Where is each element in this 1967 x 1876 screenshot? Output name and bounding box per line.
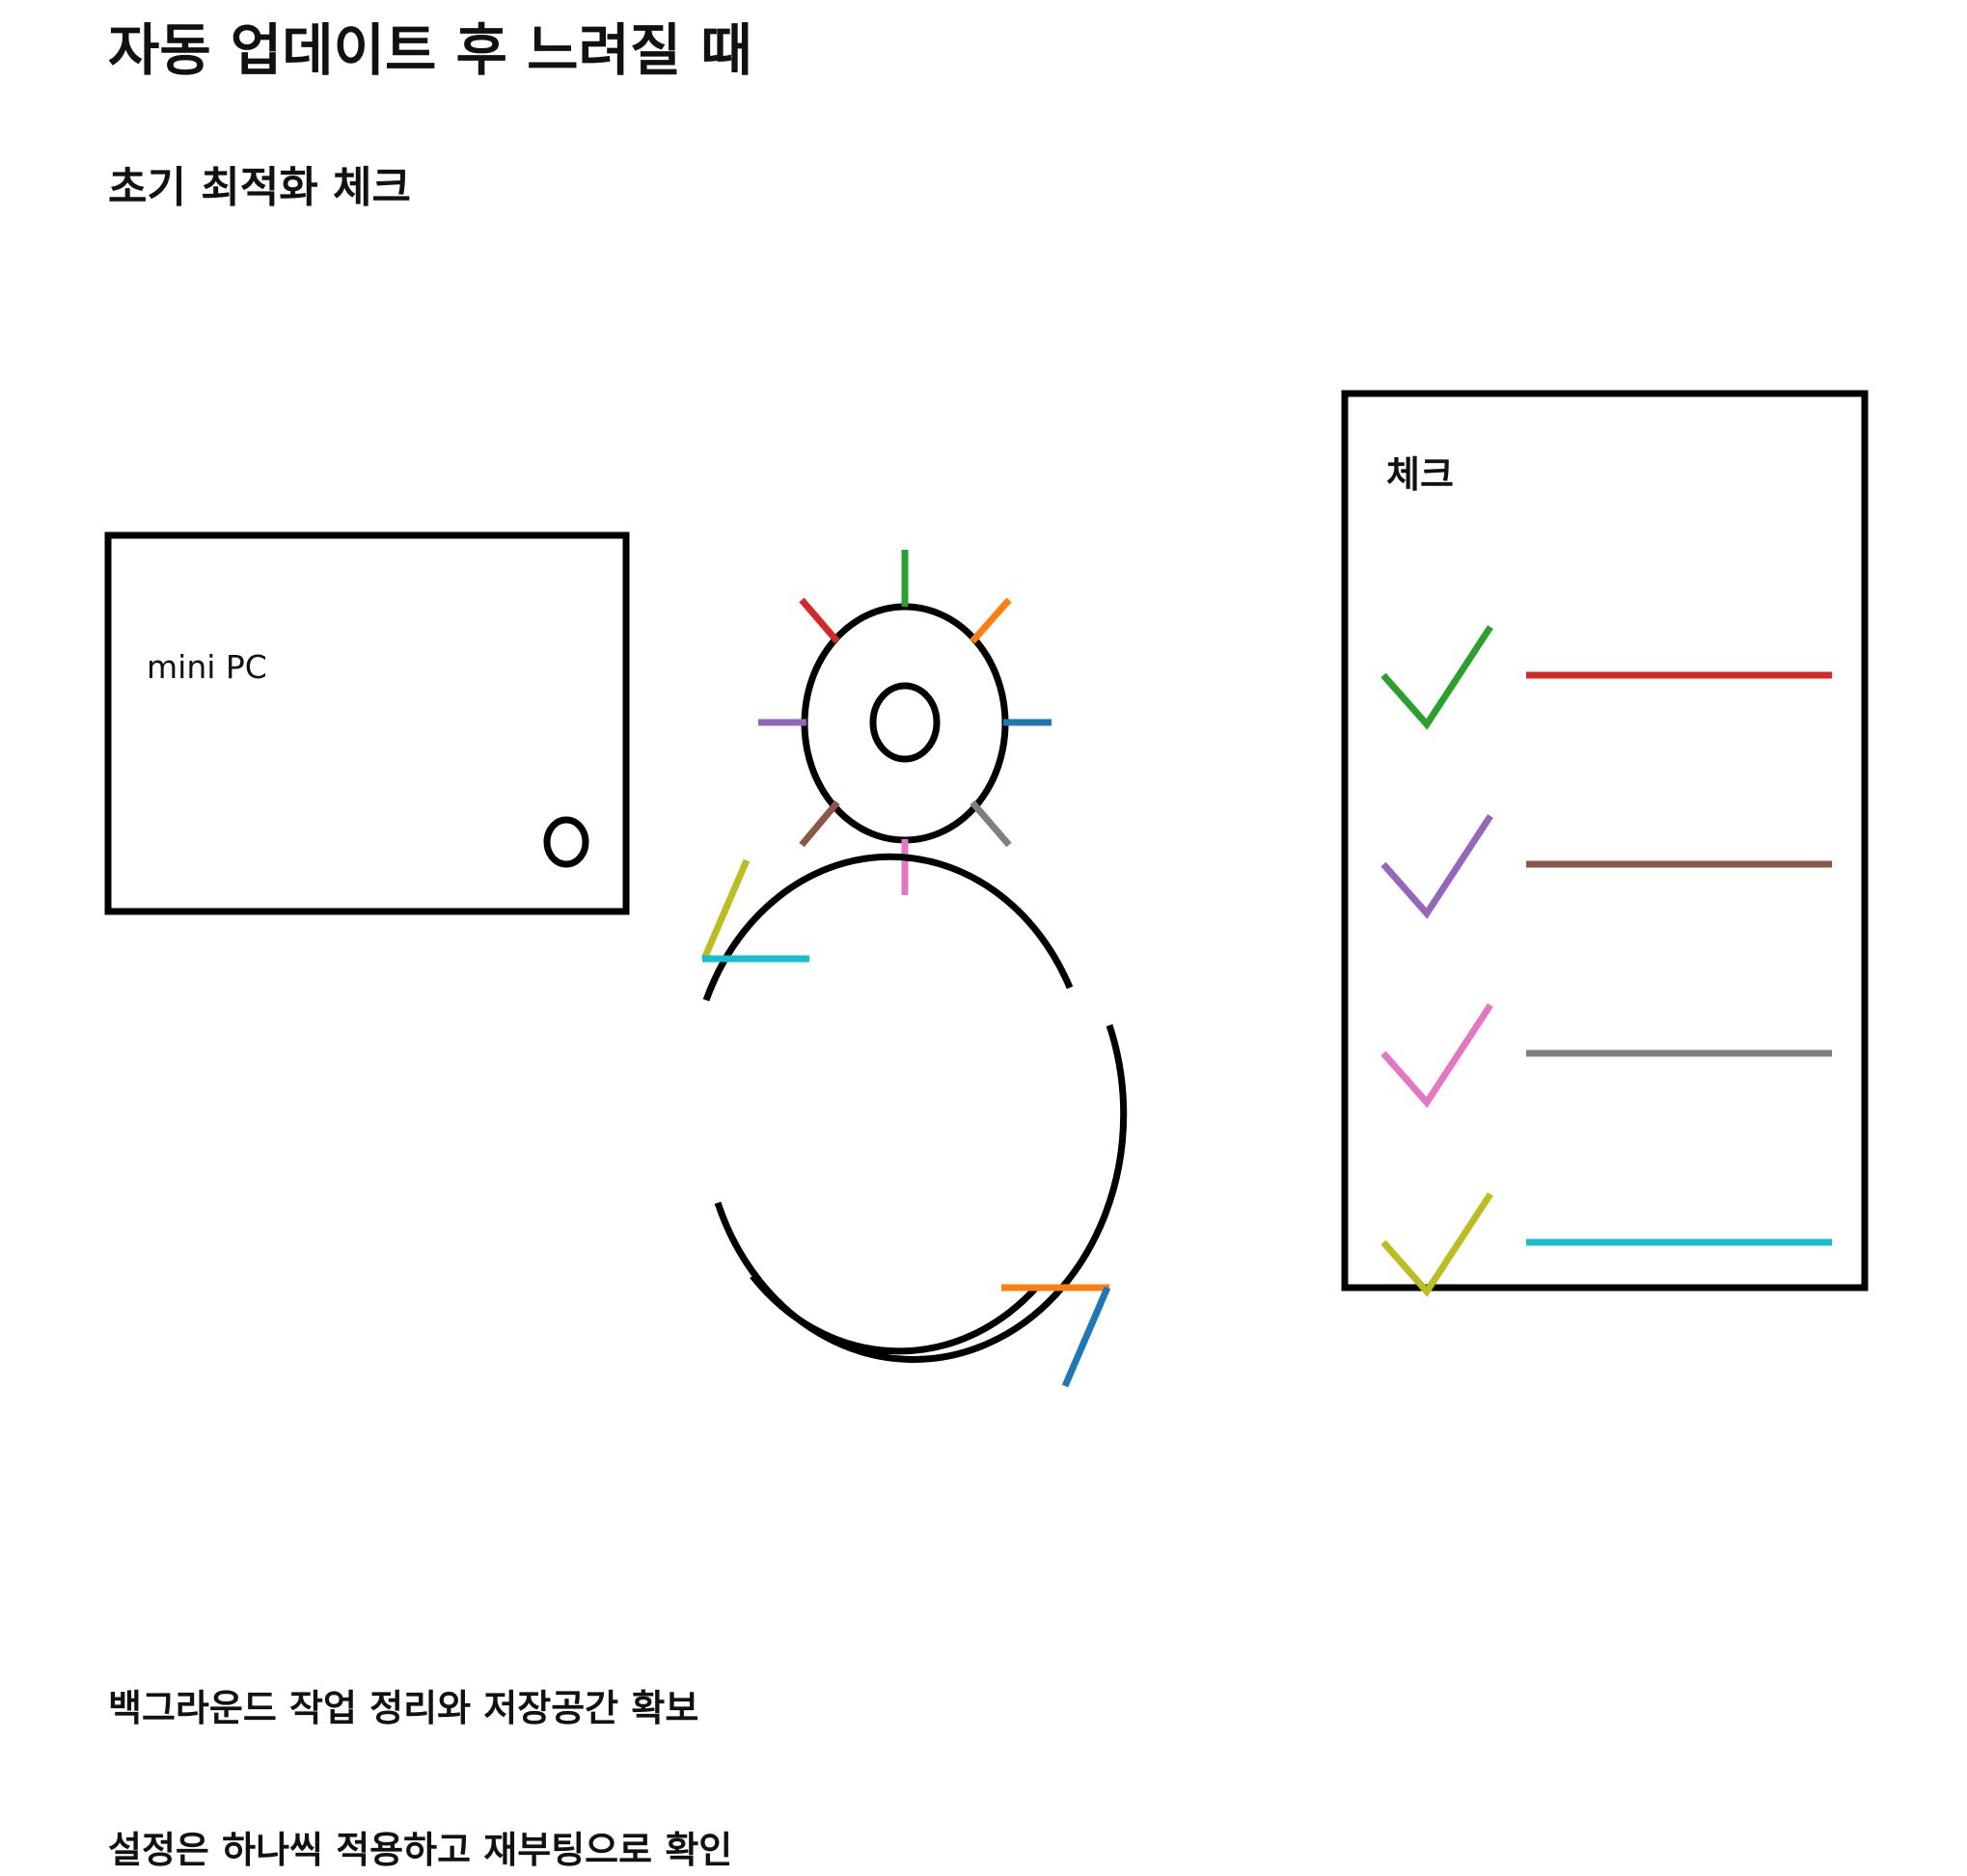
checklist-item	[1380, 1192, 1832, 1297]
checklist-frame	[1341, 390, 1869, 1291]
page-title: 자동 업데이트 후 느려질 때	[108, 17, 752, 83]
checklist-item	[1380, 625, 1832, 730]
gear-head-eye	[869, 682, 941, 763]
checklist-item	[1380, 814, 1832, 919]
snowman-with-gear-head-icon	[700, 550, 1128, 1388]
power-button-icon	[543, 816, 589, 868]
checkmark-icon	[1380, 1192, 1493, 1297]
note-text: 백그라운드 작업 정리와 저장공간 확보	[108, 1687, 699, 1729]
left-arm-upper	[700, 858, 751, 961]
gear-head	[758, 550, 1052, 895]
mini-pc-frame	[104, 531, 630, 915]
checkmark-icon	[1380, 625, 1493, 730]
note-text: 설정은 하나씩 적용하고 재부팅으로 확인	[108, 1829, 733, 1871]
right-arm-lower	[1061, 1286, 1111, 1388]
mini-pc-label: mini PC	[147, 648, 267, 686]
checklist-items	[1380, 625, 1832, 1297]
checklist-title: 체크	[1386, 453, 1454, 496]
page-subtitle: 초기 최적화 체크	[108, 163, 411, 212]
checkmark-icon	[1380, 814, 1493, 919]
gear-ray	[970, 597, 1012, 644]
snowman-body	[702, 853, 1128, 1363]
mini-pc-device: mini PC	[104, 531, 630, 915]
checklist-panel: 체크	[1341, 390, 1869, 1297]
checklist-item	[1380, 1003, 1832, 1108]
gear-ray	[799, 800, 840, 848]
gear-ray	[970, 800, 1012, 848]
checkmark-icon	[1380, 1003, 1493, 1108]
left-arm	[700, 858, 809, 963]
right-arm	[1001, 1284, 1111, 1388]
gear-ray	[799, 597, 840, 644]
